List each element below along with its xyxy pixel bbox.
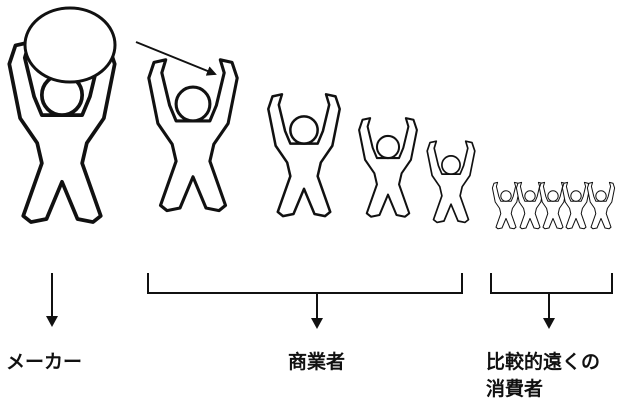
merchant-figure-2 (267, 93, 341, 218)
consumer-figure-4 (561, 181, 591, 230)
consumer-figure-1 (491, 181, 521, 230)
consumer-figure-3-head (547, 190, 559, 202)
consumer-figure-2 (515, 181, 545, 230)
merchant-figure-4-head (441, 155, 461, 175)
consumer-figure-5-head (595, 190, 607, 202)
merchant-figure-3-body (358, 117, 418, 218)
consumers-label-line2: 消費者 (486, 378, 544, 400)
consumers-arrowhead (543, 318, 555, 329)
consumer-figure-4-head (570, 190, 582, 202)
consumer-figure-5 (586, 181, 616, 230)
maker-arrowhead (46, 316, 58, 327)
ball-shape (23, 6, 117, 84)
consumer-figure-1-head (500, 190, 512, 202)
consumer-figure-2-body (515, 181, 545, 230)
consumer-figure-3 (538, 181, 568, 230)
consumer-figure-5-body (586, 181, 616, 230)
merchant-figure-1-head (174, 85, 212, 123)
merchant-figure-1-body (147, 58, 239, 213)
merchants-arrowhead (311, 318, 323, 329)
merchant-figure-4 (426, 140, 476, 224)
merchant-figure-1 (147, 58, 239, 213)
consumers-bracket (490, 273, 613, 294)
consumer-figure-2-head (524, 190, 536, 202)
consumer-figure-3-body (538, 181, 568, 230)
merchant-figure-2-body (267, 93, 341, 218)
consumer-figure-4-body (561, 181, 591, 230)
consumer-figure-1-body (491, 181, 521, 230)
merchants-label: 商業者 (288, 351, 346, 373)
merchant-figure-3-head (375, 134, 401, 160)
pass-arrow (135, 41, 217, 76)
merchants-bracket (147, 273, 463, 294)
maker-label: メーカー (6, 351, 83, 373)
merchant-figure-2-head (289, 115, 319, 145)
merchant-figure-4-body (426, 140, 476, 224)
consumers-label-line1: 比較的遠くの (486, 351, 601, 373)
merchant-figure-3 (358, 117, 418, 218)
